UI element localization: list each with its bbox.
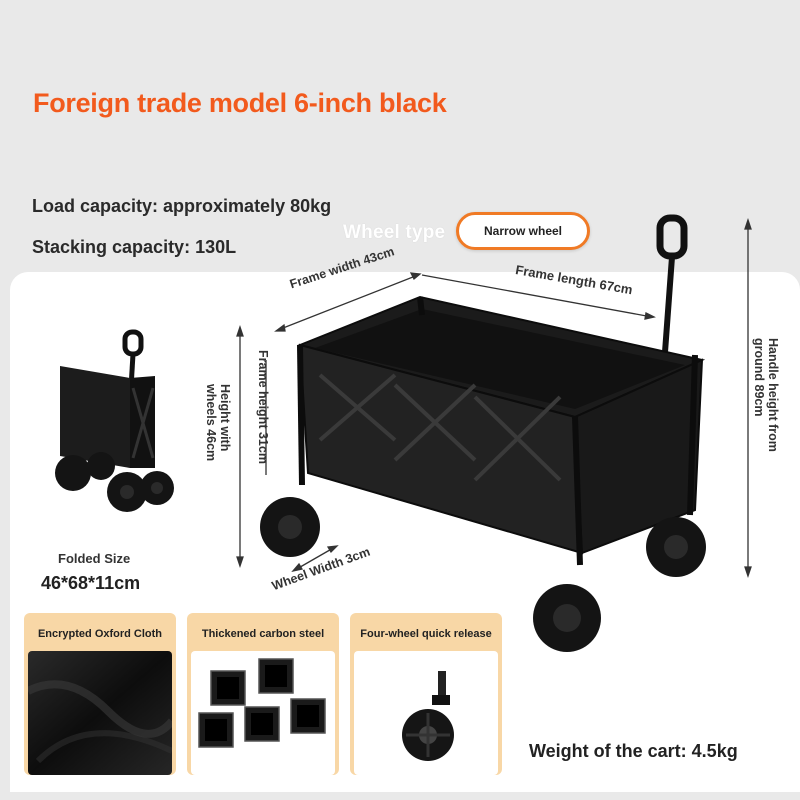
carbon-steel-tubes-image <box>191 651 335 775</box>
feature-label: Thickened carbon steel <box>201 628 325 640</box>
height-with-wheels-label: Height with wheels 46cm <box>204 384 232 462</box>
load-capacity-text: Load capacity: approximately 80kg <box>32 196 332 216</box>
cart-weight-text: Weight of the cart: 4.5kg <box>529 741 738 761</box>
handle-height-label: Handle height from ground 89cm <box>752 338 780 452</box>
wheel-type-option-button[interactable]: Narrow wheel <box>456 212 590 250</box>
folded-cart-image <box>55 329 174 512</box>
oxford-cloth-image <box>28 651 172 775</box>
caster-wheel-image <box>354 651 498 775</box>
product-title: Foreign trade model 6-inch black <box>33 88 447 118</box>
folded-size-value: 46*68*11cm <box>41 573 141 593</box>
feature-card-carbon-steel: Thickened carbon steel <box>187 613 339 775</box>
wheel-type-label: Wheel type <box>343 222 446 243</box>
feature-card-quick-release: Four-wheel quick release <box>350 613 502 775</box>
feature-card-oxford-cloth: Encrypted Oxford Cloth <box>24 613 176 775</box>
folded-size-label: Folded Size <box>58 551 131 566</box>
feature-label: Four-wheel quick release <box>360 628 492 640</box>
stacking-capacity-text: Stacking capacity: 130L <box>32 237 237 257</box>
feature-label: Encrypted Oxford Cloth <box>37 628 163 640</box>
frame-height-label: Frame height 31cm <box>256 350 270 464</box>
wagon-cart-image <box>236 214 752 652</box>
